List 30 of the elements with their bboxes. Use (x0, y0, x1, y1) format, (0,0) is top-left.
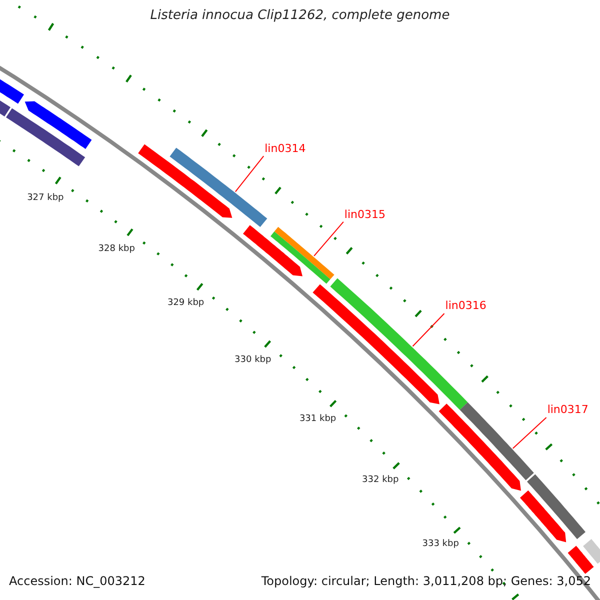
leader-line (234, 156, 264, 192)
gene-bar (243, 225, 302, 276)
gene-bar (520, 490, 566, 542)
leader-line (314, 221, 344, 256)
leader-line (412, 312, 445, 347)
scale-label: 330 kbp (234, 354, 272, 365)
gene-bar (438, 404, 521, 491)
gene-bar (6, 108, 86, 166)
gene-bar (24, 101, 92, 149)
scale-label: 332 kbp (362, 475, 399, 486)
gene-bar (568, 546, 594, 574)
genome-info-text: Topology: circular; Length: 3,011,208 bp; Genes: 3,052 (261, 574, 591, 588)
scale-label: 327 kbp (27, 192, 64, 203)
accession-text: Accession: NC_003212 (9, 574, 146, 588)
gene-bar (312, 284, 440, 404)
gene-bar (460, 402, 534, 480)
gene-bar (138, 144, 232, 218)
gene-label: lin0314 (264, 142, 306, 156)
gene-bar (527, 474, 586, 540)
leader-line (512, 416, 547, 449)
scale-label: 328 kbp (98, 244, 135, 254)
gene-bar (583, 539, 600, 564)
title: Listeria innocua Clip11262, complete genome (149, 8, 451, 23)
gene-label: lin0316 (445, 299, 486, 312)
scale-label: 329 kbp (167, 298, 204, 308)
gene-label: lin0315 (344, 208, 386, 221)
scale-label: 333 kbp (422, 539, 459, 549)
gene-bar (170, 148, 268, 227)
gene-label: lin0317 (547, 403, 588, 416)
scale-label: 331 kbp (299, 414, 336, 424)
